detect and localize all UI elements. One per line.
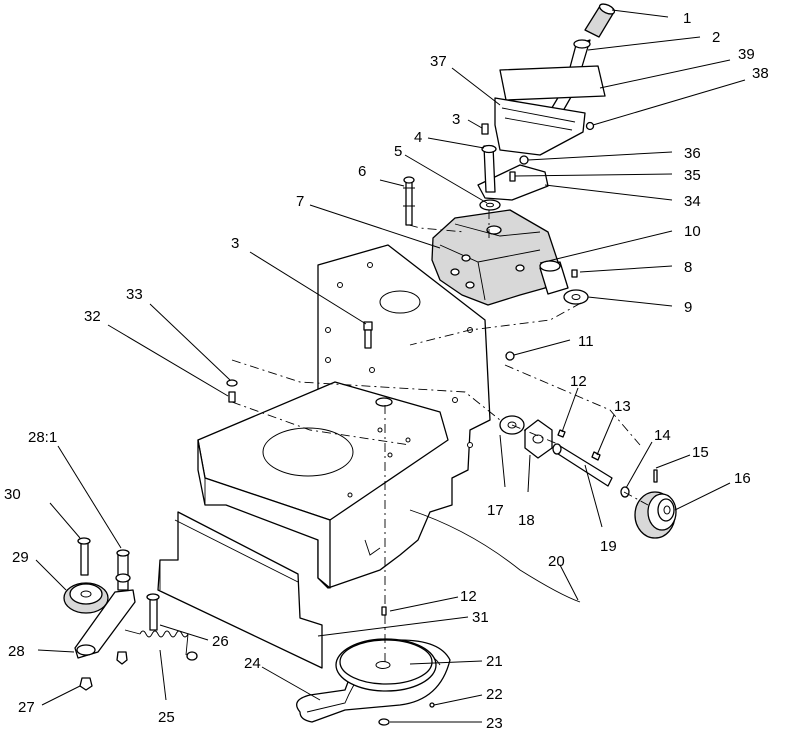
- callout-34: 34: [684, 193, 701, 210]
- callout-3: 3: [452, 111, 460, 128]
- frame-hardware: [226, 321, 373, 403]
- bolt-35: [509, 171, 516, 182]
- rod-end-6: [405, 177, 413, 226]
- callout-38: 38: [752, 65, 769, 82]
- key-13: [591, 451, 601, 461]
- callout-29: 29: [12, 549, 29, 566]
- frame-bottom-plate: [157, 511, 323, 669]
- nut-11: [505, 351, 515, 361]
- callout-30: 30: [4, 486, 21, 503]
- callout-31: 31: [472, 609, 489, 626]
- frame-front-skirt: [197, 439, 331, 589]
- callout-21: 21: [486, 653, 503, 670]
- callout-26: 26: [212, 633, 229, 650]
- callout-27: 27: [18, 699, 35, 716]
- retaining-ring-14: [620, 486, 630, 498]
- transmission-housing: [431, 209, 559, 306]
- key-12b: [381, 606, 387, 616]
- nut-38: [585, 121, 595, 131]
- nut-27: [79, 677, 93, 691]
- callout-39: 39: [738, 46, 755, 63]
- bolt-3-top: [481, 123, 489, 135]
- lever-mount-plate: [494, 97, 586, 156]
- bolt-26: [149, 595, 158, 631]
- screw-22: [429, 702, 435, 708]
- leader-lines: [35, 9, 746, 723]
- callout-11: 11: [578, 333, 594, 350]
- callout-17: 17: [487, 502, 504, 519]
- callout-32: 32: [84, 308, 101, 325]
- callout-12b: 12: [460, 588, 477, 605]
- frame: [157, 244, 491, 669]
- callout-9: 9: [684, 299, 692, 316]
- callout-20: 20: [548, 553, 565, 570]
- callout-37: 37: [430, 53, 447, 70]
- callout-22: 22: [486, 686, 503, 703]
- key-12a: [557, 429, 566, 438]
- callout-7: 7: [296, 193, 304, 210]
- callout-28: 28: [8, 643, 25, 660]
- callout-4: 4: [414, 129, 422, 146]
- washer-23: [378, 718, 390, 726]
- callout-33: 33: [126, 286, 143, 303]
- callout-2: 2: [712, 29, 720, 46]
- transmission: [431, 209, 589, 306]
- set-screw-15: [653, 469, 658, 483]
- callout-labels: 1 2 39 38 37 3 4 36 5 35 6 34 7 10 3 8 9…: [4, 10, 769, 732]
- callout-8: 8: [684, 259, 692, 276]
- idler-arm: [74, 589, 136, 659]
- drive-shaft-assembly: [499, 351, 677, 539]
- callout-24: 24: [244, 655, 261, 672]
- callout-3b: 3: [231, 235, 239, 252]
- callout-15: 15: [692, 444, 709, 461]
- callout-28-1: 28:1: [28, 429, 57, 446]
- lever-decal: [499, 65, 606, 101]
- idler-bushing: [117, 552, 129, 591]
- shift-lever-assembly: [403, 3, 616, 226]
- callout-13: 13: [614, 398, 631, 415]
- callout-35: 35: [684, 167, 701, 184]
- callout-23: 23: [486, 715, 503, 732]
- set-screw-8: [571, 269, 578, 278]
- callout-12: 12: [570, 373, 587, 390]
- callout-10: 10: [684, 223, 701, 240]
- belt-assembly: [296, 606, 451, 726]
- idler-spring: [124, 629, 189, 656]
- bolt-30: [80, 539, 89, 576]
- callout-1: 1: [683, 10, 691, 27]
- bolt-32: [228, 391, 236, 403]
- callout-18: 18: [518, 512, 535, 529]
- callout-6: 6: [358, 163, 366, 180]
- callout-19: 19: [600, 538, 617, 555]
- assembly-lines: [231, 210, 649, 665]
- callout-14: 14: [654, 427, 671, 444]
- callout-25: 25: [158, 709, 175, 726]
- nut-36: [519, 155, 529, 165]
- callout-5: 5: [394, 143, 402, 160]
- idler-assembly: [63, 537, 198, 691]
- callout-16: 16: [734, 470, 751, 487]
- washer-33: [226, 379, 238, 387]
- callout-36: 36: [684, 145, 701, 162]
- drive-shaft: [554, 445, 613, 487]
- cable-20: [409, 509, 581, 603]
